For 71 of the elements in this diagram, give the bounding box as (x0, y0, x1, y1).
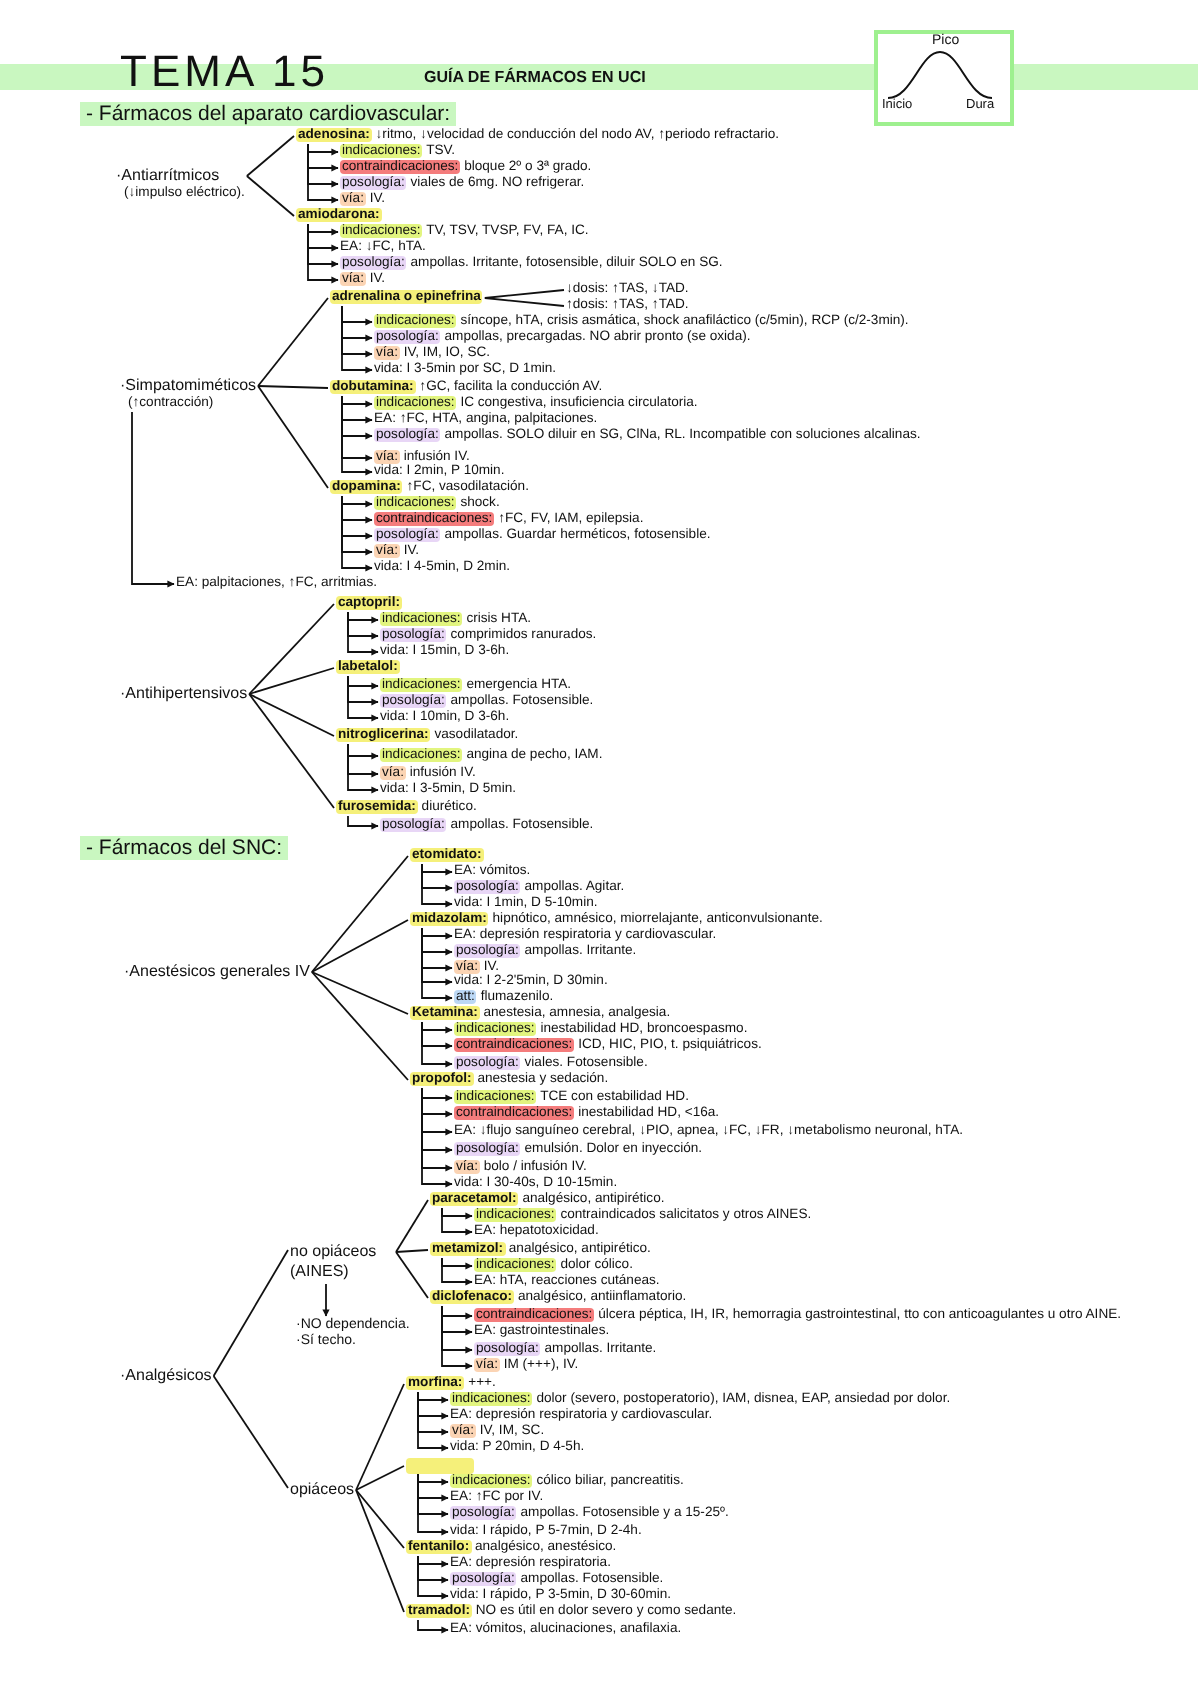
branch-line (248, 603, 335, 695)
branch-line (212, 1375, 289, 1489)
arrow (417, 1473, 449, 1536)
branch-line (246, 175, 295, 217)
branch-line (355, 1465, 405, 1491)
arrow (421, 927, 453, 1002)
arrow (307, 143, 339, 204)
category-label: ·Analgésicos (120, 1366, 212, 1386)
arrow (417, 1391, 449, 1404)
arrow (417, 1555, 449, 1568)
arrow (307, 223, 339, 236)
branch-line (248, 693, 335, 809)
branch-line (355, 1383, 405, 1491)
category-label: no opiáceos (AINES) (290, 1242, 379, 1282)
category-label: ·Antiarrítmicos (116, 166, 222, 186)
arrow (421, 1021, 453, 1034)
arrow (347, 675, 379, 722)
arrow (417, 1619, 449, 1634)
branch-line (311, 971, 409, 1015)
branch-line (311, 855, 409, 973)
arrow (347, 815, 379, 830)
page-title: TEMA 15 (120, 48, 329, 96)
arrow (441, 1207, 473, 1236)
arrow (341, 495, 373, 508)
branch-line (248, 667, 335, 695)
highlight-bar (406, 1458, 474, 1474)
category-label: ·Simpatomiméticos (120, 376, 257, 396)
branch-line (395, 1251, 429, 1299)
arrow (417, 1391, 449, 1452)
arrow (421, 1021, 453, 1068)
arrow (421, 863, 453, 908)
branch-line (311, 971, 409, 1081)
arrow (441, 1257, 473, 1286)
arrow (341, 305, 373, 374)
subtitle: GUÍA DE FÁRMACOS EN UCI (424, 68, 646, 86)
arrow (347, 743, 379, 794)
branch-line (355, 1489, 405, 1549)
branch-line (257, 385, 329, 489)
arrow (421, 927, 453, 940)
arrow (341, 395, 373, 408)
category-label: ·Antihipertensivos (120, 684, 248, 704)
branch-line (395, 1199, 429, 1253)
section-heading: - Fármacos del SNC: (80, 836, 289, 860)
arrow (341, 395, 373, 476)
branch-line (483, 297, 565, 307)
section-heading: - Fármacos del aparato cardiovascular: (80, 102, 457, 126)
arrow (417, 1473, 449, 1486)
arrow (341, 495, 373, 572)
branch-line (483, 289, 565, 299)
branch-line (248, 693, 335, 737)
arrow (441, 1207, 473, 1220)
category-label: opiáceos (290, 1480, 355, 1500)
branch-line (355, 1489, 405, 1613)
arrow (417, 1555, 449, 1600)
branch-line (257, 385, 329, 389)
arrow (322, 1283, 330, 1317)
branch-line (257, 297, 329, 387)
arrow (347, 611, 379, 656)
arrow (347, 611, 379, 624)
branch-line (311, 919, 409, 973)
branch-line (246, 135, 295, 177)
branch-line (212, 1249, 289, 1377)
branch-line (395, 1249, 429, 1253)
arrow (421, 863, 453, 876)
arrow (131, 411, 175, 588)
arrow (307, 223, 339, 284)
arrow (441, 1305, 473, 1370)
category-label: ·Anestésicos generales IV (124, 962, 310, 982)
arrow (307, 143, 339, 156)
arrow (441, 1257, 473, 1270)
arrow (421, 1087, 453, 1188)
